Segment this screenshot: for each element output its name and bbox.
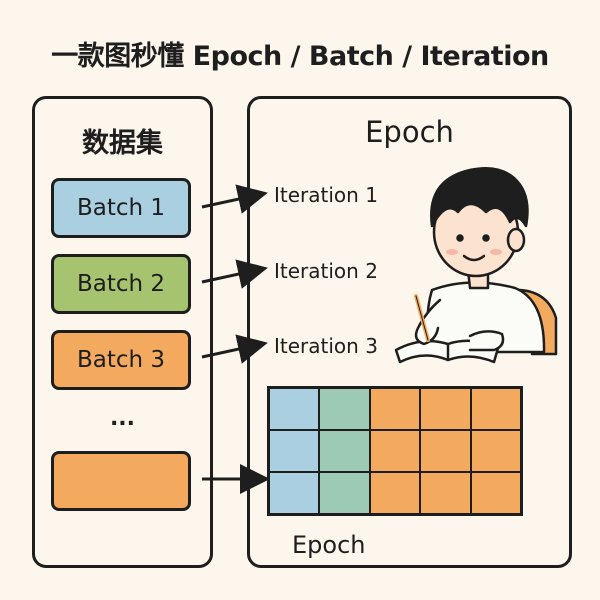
grid-cell xyxy=(369,472,421,514)
grid-cell xyxy=(319,388,370,430)
batch-3-box: Batch 3 xyxy=(51,330,191,390)
dataset-title: 数据集 xyxy=(82,128,163,159)
grid-cell xyxy=(319,430,370,472)
grid-cell xyxy=(470,430,521,472)
batch-1-box: Batch 1 xyxy=(51,178,191,238)
grid-cell xyxy=(269,430,320,472)
grid-cell xyxy=(369,430,421,472)
iteration-3-label: Iteration 3 xyxy=(274,334,378,358)
epoch-footer-label: Epoch xyxy=(292,531,366,559)
epoch-batch-grid xyxy=(267,386,523,516)
grid-cell xyxy=(470,388,521,430)
grid-cell xyxy=(420,388,471,430)
arrow-batch3-iter3 xyxy=(201,334,268,364)
grid-cell xyxy=(269,472,320,514)
batch-3-label: Batch 3 xyxy=(76,347,166,373)
iteration-2-label: Iteration 2 xyxy=(274,259,378,283)
grid-cell xyxy=(470,472,521,514)
arrow-batch1-iter1 xyxy=(201,184,268,214)
arrow-batch2-iter2 xyxy=(201,259,268,289)
grid-cell xyxy=(319,472,370,514)
batch-2-label: Batch 2 xyxy=(76,271,166,297)
grid-cell xyxy=(420,472,471,514)
epoch-title: Epoch xyxy=(365,115,454,149)
grid-cell xyxy=(269,388,320,430)
batch-1-label: Batch 1 xyxy=(76,195,166,221)
batch-2-box: Batch 2 xyxy=(51,254,191,314)
child-studying-illustration xyxy=(394,167,558,364)
grid-cell xyxy=(369,388,421,430)
dataset-panel: 数据集 Batch 1 Batch 2 Batch 3 ... xyxy=(32,96,213,568)
batch-ellipsis: ... xyxy=(109,406,136,431)
page-title: 一款图秒懂 Epoch / Batch / Iteration xyxy=(51,41,549,72)
grid-cell xyxy=(420,430,471,472)
iteration-1-label: Iteration 1 xyxy=(274,183,378,207)
batch-n-box xyxy=(51,451,191,511)
